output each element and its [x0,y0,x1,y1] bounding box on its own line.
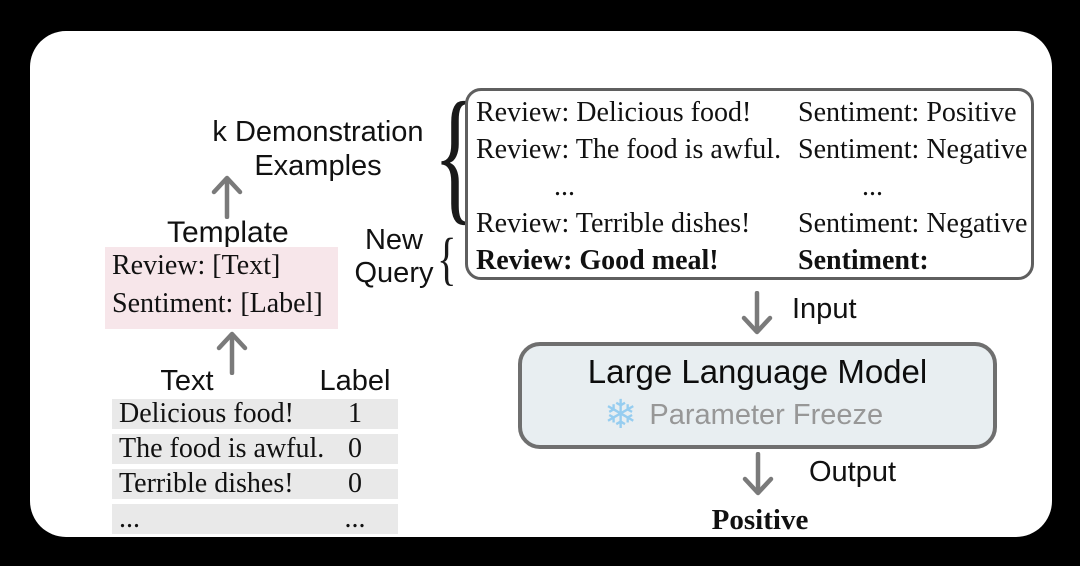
table-cell-label: 0 [348,433,362,464]
parameter-freeze-row: ❄ Parameter Freeze [522,395,993,435]
down-arrow-icon [742,452,774,496]
table-header-text: Text [160,365,214,397]
up-arrow-icon [216,331,248,375]
prompt-review-query: Review: Good meal! [476,245,719,276]
table-cell-text: ... [119,503,140,534]
table-cell-text: The food is awful. [119,433,325,464]
table-row: Delicious food! 1 [112,399,398,429]
prompt-sentiment: Sentiment: Positive [798,97,1017,128]
prompt-row: Review: Delicious food! Sentiment: Posit… [468,94,1031,131]
result-label: Positive [711,504,809,536]
prompt-sentiment-query: Sentiment: [798,245,929,276]
prompt-review: Review: Terrible dishes! [476,208,751,239]
new-query-label: New Query [353,224,435,290]
prompt-review: Review: Delicious food! [476,97,752,128]
prompt-row: Review: The food is awful. Sentiment: Ne… [468,131,1031,168]
curly-brace-new-query: { [437,226,457,291]
table-header-label: Label [319,365,391,397]
up-arrow-icon [211,175,243,219]
prompt-box: Review: Delicious food! Sentiment: Posit… [465,88,1034,280]
prompt-sentiment: Sentiment: Negative [798,134,1028,165]
demo-examples-label: k Demonstration Examples [212,116,424,182]
template-line-review: Review: [Text] [112,250,281,281]
table-cell-label: 1 [348,398,362,429]
new-query-line2: Query [354,257,434,289]
table-row: ... ... [112,504,398,534]
down-arrow-icon [741,291,773,335]
prompt-sentiment-ellipsis: ... [862,171,883,202]
prompt-row-new-query: Review: Good meal! Sentiment: [468,242,1031,279]
llm-title: Large Language Model [587,353,928,390]
table-row: The food is awful. 0 [112,434,398,464]
table-cell-text: Terrible dishes! [119,468,294,499]
llm-box: Large Language Model ❄ Parameter Freeze [518,342,997,449]
table-row: Terrible dishes! 0 [112,469,398,499]
template-line-sentiment: Sentiment: [Label] [112,288,323,319]
new-query-line1: New [364,224,423,256]
figure-panel: k Demonstration Examples Template Review… [30,31,1052,537]
template-box: Review: [Text] Sentiment: [Label] [105,247,338,329]
table-cell-label: 0 [348,468,362,499]
output-label: Output [809,456,897,488]
prompt-row: Review: Terrible dishes! Sentiment: Nega… [468,205,1031,242]
snowflake-icon: ❄ [603,393,638,437]
prompt-sentiment: Sentiment: Negative [798,208,1028,239]
prompt-review-ellipsis: ... [554,171,575,202]
table-cell-text: Delicious food! [119,398,294,429]
prompt-review: Review: The food is awful. [476,134,782,165]
parameter-freeze-label: Parameter Freeze [649,398,884,431]
prompt-row-ellipsis: ... ... [468,168,1031,205]
template-label: Template [167,216,289,249]
input-label: Input [792,293,857,325]
table-cell-label: ... [344,503,366,534]
